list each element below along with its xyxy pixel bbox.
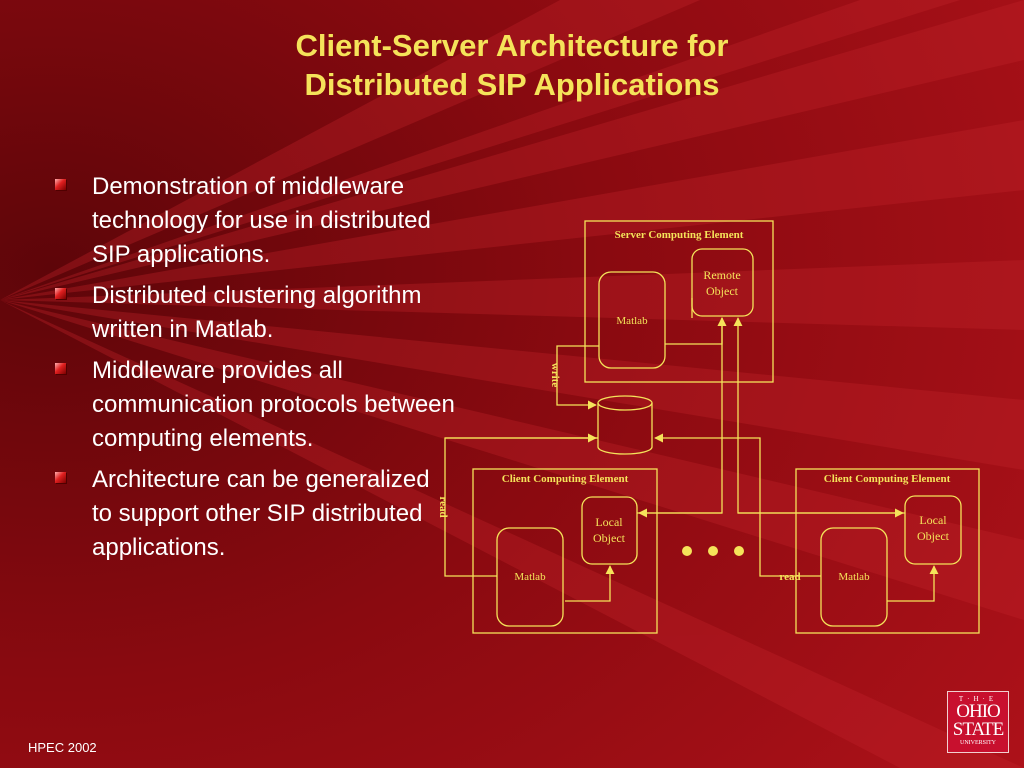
- title-line-1: Client-Server Architecture for: [295, 28, 729, 63]
- read-label-left: read: [437, 496, 449, 517]
- client-element-box-1: [472, 468, 658, 634]
- client1-matlab-box: [496, 527, 564, 627]
- server-matlab-to-remote-arrow: [665, 317, 727, 345]
- footer-text: HPEC 2002: [28, 740, 97, 755]
- logo-line-4: UNIVERSITY: [960, 740, 996, 746]
- read-label-right: read: [779, 571, 800, 583]
- bullet-square-icon: [55, 363, 66, 374]
- client2-matlab-box: [820, 527, 888, 627]
- bullet-list: Demonstration of middleware technology f…: [55, 170, 455, 572]
- title-line-2: Distributed SIP Applications: [304, 67, 720, 102]
- write-arrow: [556, 345, 599, 410]
- client1-local-object-label-2: Object: [593, 531, 626, 545]
- server-matlab-label: Matlab: [616, 315, 648, 327]
- remote-object-label-1: Remote: [703, 268, 740, 282]
- bullet-item: Distributed clustering algorithm written…: [55, 279, 455, 347]
- database-cylinder-icon: [597, 395, 653, 455]
- bullet-item: Architecture can be generalized to suppo…: [55, 463, 455, 565]
- ellipsis-dot-icon: [708, 546, 718, 556]
- client1-matlab-label: Matlab: [514, 571, 546, 583]
- bullet-text: Demonstration of middleware technology f…: [92, 173, 431, 268]
- ohio-state-logo: T·H·E OHIO STATE UNIVERSITY: [947, 691, 1009, 753]
- server-matlab-box: [598, 271, 666, 369]
- server-element-label: Server Computing Element: [615, 229, 744, 241]
- client1-to-remote-arrow: [637, 317, 727, 514]
- bullet-text: Architecture can be generalized to suppo…: [92, 466, 430, 561]
- logo-line-2: OHIO: [956, 701, 1001, 722]
- bullet-item: Demonstration of middleware technology f…: [55, 170, 455, 272]
- write-label: write: [549, 363, 561, 388]
- bullet-text: Distributed clustering algorithm written…: [92, 282, 422, 343]
- client1-matlab-to-local-arrow: [565, 565, 615, 602]
- client2-local-object-label-2: Object: [917, 529, 950, 543]
- logo-line-3: STATE: [952, 719, 1004, 740]
- remote-object-box: [691, 248, 754, 317]
- db-to-client2-arrow: [654, 433, 821, 577]
- client2-local-object-box: [904, 495, 962, 565]
- client-element-box-2: [795, 468, 980, 634]
- logo-line-1: T·H·E: [958, 695, 998, 703]
- bullet-square-icon: [55, 472, 66, 483]
- client2-matlab-label: Matlab: [838, 571, 870, 583]
- client2-local-object-label-1: Local: [919, 513, 947, 527]
- client1-element-label: Client Computing Element: [502, 473, 629, 485]
- server-element-box: [584, 220, 774, 383]
- client2-matlab-to-local-arrow: [887, 565, 939, 602]
- remote-object-label-2: Object: [706, 284, 739, 298]
- db-to-client1-arrow: [444, 437, 598, 577]
- bullet-square-icon: [55, 179, 66, 190]
- ellipsis-dot-icon: [682, 546, 692, 556]
- client2-element-label: Client Computing Element: [824, 473, 951, 485]
- bullet-item: Middleware provides all communication pr…: [55, 354, 455, 456]
- ellipsis-dot-icon: [734, 546, 744, 556]
- client1-local-object-label-1: Local: [595, 515, 623, 529]
- client1-local-object-box: [581, 496, 638, 565]
- slide-title: Client-Server Architecture for Distribut…: [0, 26, 1024, 104]
- bullet-text: Middleware provides all communication pr…: [92, 357, 455, 452]
- bullet-square-icon: [55, 288, 66, 299]
